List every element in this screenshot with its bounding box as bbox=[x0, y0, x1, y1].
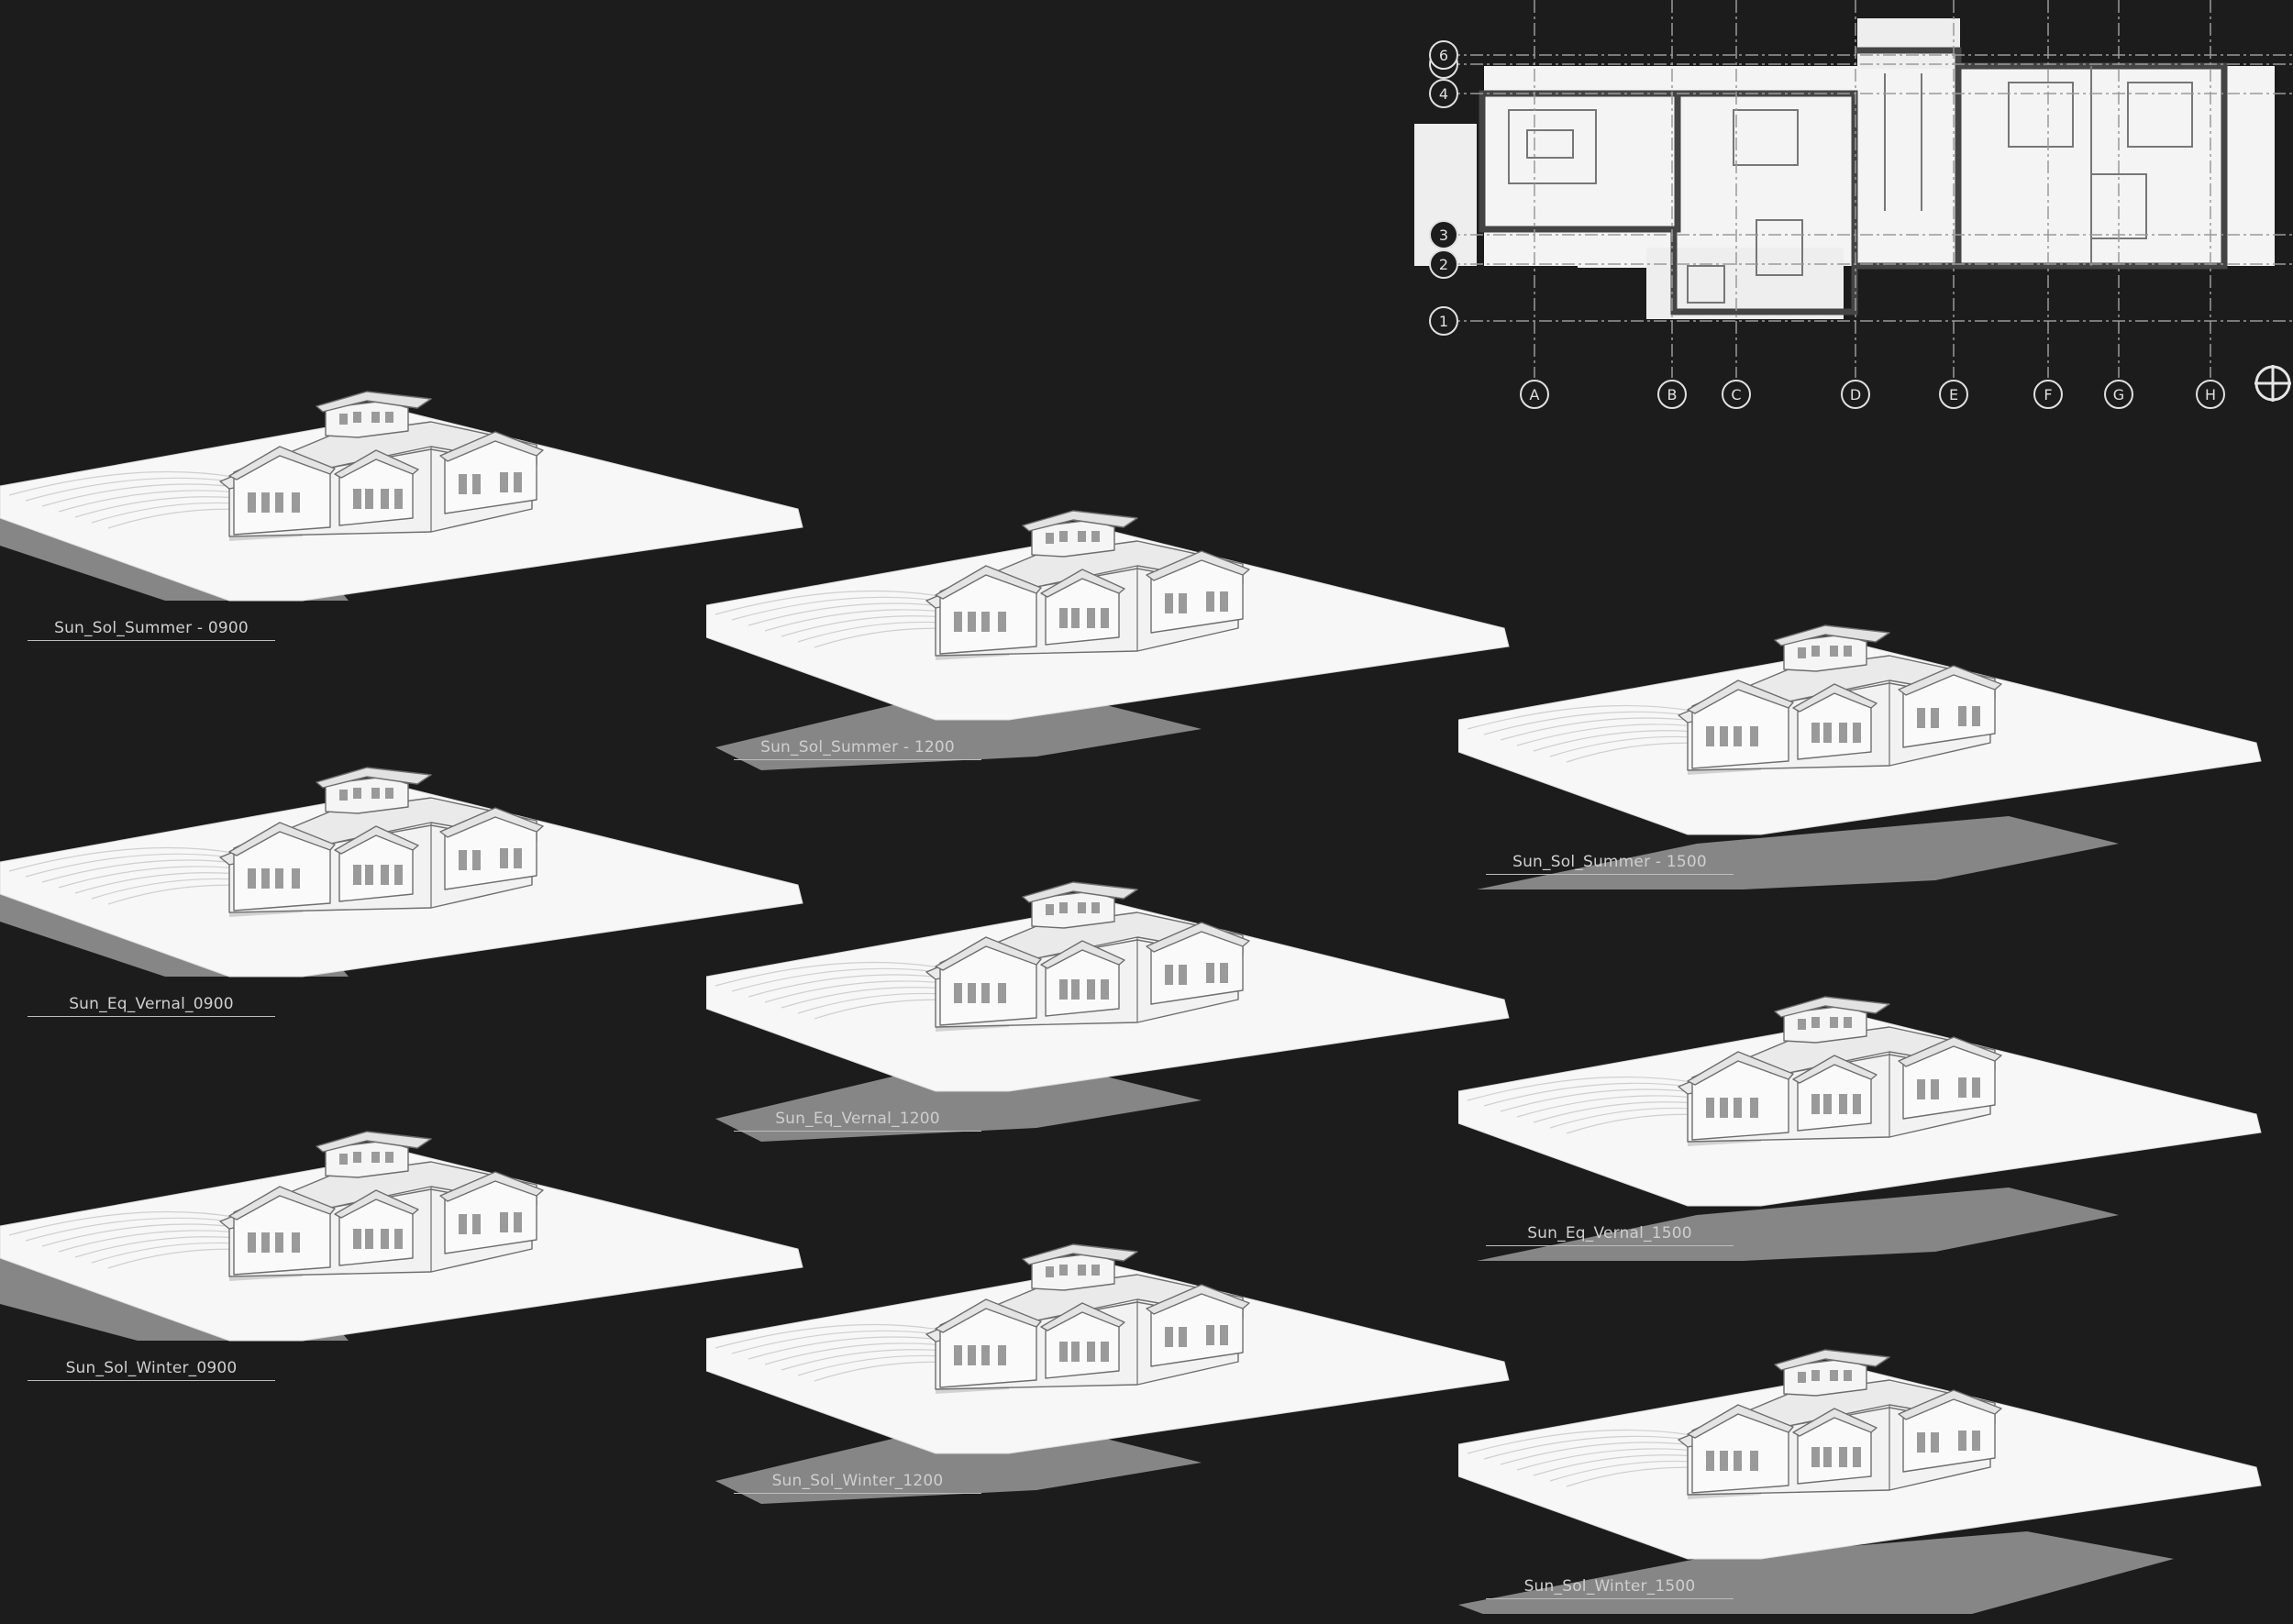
grid-bubble-col bbox=[1657, 380, 1687, 409]
study-caption: Sun_Eq_Vernal_1500 bbox=[1486, 1224, 1734, 1246]
house-model bbox=[1678, 996, 2002, 1146]
sun-study-summer-1500: Sun_Sol_Summer - 1500 bbox=[1458, 614, 2284, 889]
house-model bbox=[1678, 624, 2002, 775]
house-windows bbox=[1706, 646, 1980, 746]
site-render bbox=[0, 1131, 803, 1342]
house-model bbox=[219, 391, 544, 541]
grid-bubble-col bbox=[1520, 380, 1549, 409]
grid-label-col: H bbox=[2205, 386, 2216, 403]
sun-study-summer-0900: Sun_Sol_Summer - 0900 bbox=[0, 381, 825, 656]
site-model bbox=[1458, 1349, 2262, 1614]
grid-bubble-row bbox=[1429, 79, 1458, 108]
site-model bbox=[0, 391, 803, 602]
site-render bbox=[0, 767, 803, 978]
study-caption: Sun_Sol_Summer - 1200 bbox=[734, 738, 981, 760]
study-caption: Sun_Sol_Winter_0900 bbox=[28, 1359, 275, 1381]
site-render bbox=[706, 510, 1510, 770]
grid-bubble-col bbox=[2196, 380, 2225, 409]
study-caption: Sun_Sol_Summer - 1500 bbox=[1486, 853, 1734, 875]
grid-label-col: D bbox=[1850, 386, 1861, 403]
sun-study-winter-1500: Sun_Sol_Winter_1500 bbox=[1458, 1339, 2284, 1614]
site-render bbox=[1458, 624, 2262, 889]
grid-label-col: G bbox=[2113, 386, 2124, 403]
grid-bubble-row bbox=[1429, 249, 1458, 279]
grid-bubble-col bbox=[1939, 380, 1968, 409]
cast-shadow bbox=[1458, 1531, 2174, 1614]
sun-study-winter-0900: Sun_Sol_Winter_0900 bbox=[0, 1121, 825, 1396]
grid-label-row: 3 bbox=[1439, 226, 1448, 244]
cast-shadow bbox=[715, 1435, 1202, 1504]
grid-bubble-col bbox=[1841, 380, 1870, 409]
north-arrow-icon bbox=[2254, 365, 2291, 402]
site-model bbox=[706, 881, 1510, 1142]
study-caption: Sun_Sol_Winter_1500 bbox=[1486, 1577, 1734, 1599]
site-model bbox=[0, 1131, 803, 1342]
site-model bbox=[706, 510, 1510, 770]
site-render bbox=[1458, 1349, 2262, 1614]
cast-shadow bbox=[1477, 1188, 2119, 1261]
site-render bbox=[706, 1243, 1510, 1504]
grid-bubble-row bbox=[1429, 306, 1458, 336]
house-windows bbox=[954, 531, 1228, 632]
house-windows bbox=[248, 1152, 522, 1253]
cast-shadow bbox=[1477, 816, 2119, 889]
site-model bbox=[1458, 996, 2262, 1261]
grid-bubble-row bbox=[1429, 40, 1458, 70]
grid-bubble-col bbox=[2033, 380, 2063, 409]
house-windows bbox=[1706, 1017, 1980, 1118]
grid-bubble-col bbox=[1722, 380, 1751, 409]
site-render bbox=[706, 881, 1510, 1142]
house-model bbox=[219, 1131, 544, 1281]
study-caption: Sun_Sol_Summer - 0900 bbox=[28, 619, 275, 641]
house-windows bbox=[248, 788, 522, 889]
grid-label-col: F bbox=[2044, 386, 2052, 403]
grid-label-row: 1 bbox=[1439, 313, 1448, 330]
house-windows bbox=[954, 902, 1228, 1003]
grid-label-col: C bbox=[1731, 386, 1741, 403]
sun-study-summer-1200: Sun_Sol_Summer - 1200 bbox=[706, 500, 1532, 775]
grid-label-row: 6 bbox=[1439, 47, 1448, 64]
floor-plan: ABCDEFGH123456 bbox=[1412, 0, 2293, 431]
site-model bbox=[0, 767, 803, 978]
study-caption: Sun_Sol_Winter_1200 bbox=[734, 1472, 981, 1494]
site-model bbox=[1458, 624, 2262, 889]
sun-study-winter-1200: Sun_Sol_Winter_1200 bbox=[706, 1233, 1532, 1508]
site-render bbox=[0, 391, 803, 602]
grid-bubble-col bbox=[2104, 380, 2133, 409]
house-model bbox=[925, 1243, 1250, 1394]
house-model bbox=[925, 881, 1250, 1032]
house-windows bbox=[954, 1265, 1228, 1365]
grid-label-row: 2 bbox=[1439, 256, 1448, 273]
grid-label-col: B bbox=[1667, 386, 1678, 403]
site-render bbox=[1458, 996, 2262, 1261]
sun-study-equinox-1200: Sun_Eq_Vernal_1200 bbox=[706, 871, 1532, 1146]
grid-label-row: 4 bbox=[1439, 85, 1448, 103]
study-caption: Sun_Eq_Vernal_0900 bbox=[28, 995, 275, 1017]
house-windows bbox=[1706, 1370, 1980, 1471]
house-windows bbox=[248, 412, 522, 513]
grid-label-col: E bbox=[1949, 386, 1958, 403]
sun-study-equinox-1500: Sun_Eq_Vernal_1500 bbox=[1458, 986, 2284, 1261]
cast-shadow bbox=[715, 1073, 1202, 1142]
house-model bbox=[219, 767, 544, 917]
cast-shadow bbox=[715, 702, 1202, 770]
plan-grid: ABCDEFGH123456 bbox=[1429, 0, 2293, 409]
house-model bbox=[925, 510, 1250, 660]
house-model bbox=[1678, 1349, 2002, 1499]
plan-interior bbox=[1508, 66, 2193, 304]
grid-bubble-row bbox=[1429, 220, 1458, 249]
floor-plan-drawing: ABCDEFGH123456 bbox=[1412, 0, 2293, 409]
sun-study-equinox-0900: Sun_Eq_Vernal_0900 bbox=[0, 757, 825, 1032]
study-caption: Sun_Eq_Vernal_1200 bbox=[734, 1110, 981, 1132]
site-model bbox=[706, 1243, 1510, 1504]
grid-label-col: A bbox=[1530, 386, 1540, 403]
